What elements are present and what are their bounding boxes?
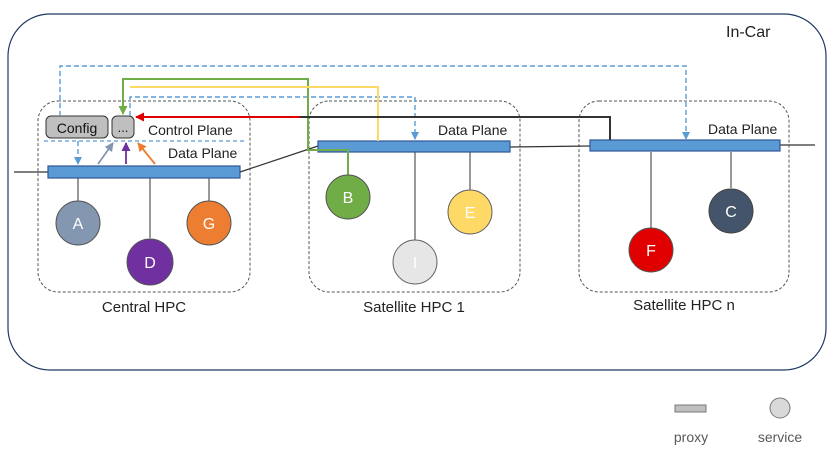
central-data-plane-label: Data Plane <box>168 145 237 161</box>
satellite-1-proxy <box>317 140 511 153</box>
service-g: G <box>186 200 232 246</box>
satellite-hpc-n-box <box>578 100 790 293</box>
backbone-network <box>14 144 815 173</box>
svg-text:B: B <box>343 190 354 207</box>
legend-service-label: service <box>758 429 803 445</box>
svg-text:E: E <box>465 205 476 222</box>
central-hpc-box <box>37 100 251 293</box>
legend-service-swatch <box>769 397 791 419</box>
orange-arrow <box>137 142 156 165</box>
service-d: D <box>126 238 174 286</box>
config-box-label: Config <box>57 120 97 136</box>
svg-text:G: G <box>203 216 215 233</box>
service-a: A <box>55 200 101 246</box>
legend-proxy-swatch <box>674 404 707 413</box>
other-control-box-label: ... <box>118 120 129 135</box>
legend-proxy-label: proxy <box>674 429 708 445</box>
svg-text:I: I <box>413 255 417 272</box>
other-control-box <box>111 115 135 139</box>
in-car-boundary <box>7 13 827 371</box>
green-path-from-b <box>118 78 349 176</box>
svg-text:D: D <box>144 255 156 272</box>
central-hpc-label: Central HPC <box>102 299 186 316</box>
yellow-path-from-e <box>130 86 379 141</box>
service-i: I <box>392 239 438 285</box>
legend: proxy service <box>674 397 803 445</box>
service-f: F <box>628 227 674 273</box>
svg-text:F: F <box>646 243 656 260</box>
satellite-hpc-1-label: Satellite HPC 1 <box>363 299 465 316</box>
satellite-n-proxy <box>589 139 781 152</box>
service-e: E <box>447 189 493 235</box>
svg-text:A: A <box>73 216 84 233</box>
svg-text:C: C <box>725 204 737 221</box>
satellite-hpc-n-label: Satellite HPC n <box>633 297 735 314</box>
control-plane-label: Control Plane <box>148 122 233 138</box>
service-b: B <box>325 174 371 220</box>
service-links <box>77 152 732 240</box>
central-proxy <box>47 165 241 179</box>
steel-arrow <box>97 142 114 165</box>
service-c: C <box>708 188 754 234</box>
config-box <box>45 115 109 139</box>
satellite-1-data-plane-label: Data Plane <box>438 122 507 138</box>
in-car-label: In-Car <box>726 24 771 41</box>
satellite-n-data-plane-label: Data Plane <box>708 121 777 137</box>
